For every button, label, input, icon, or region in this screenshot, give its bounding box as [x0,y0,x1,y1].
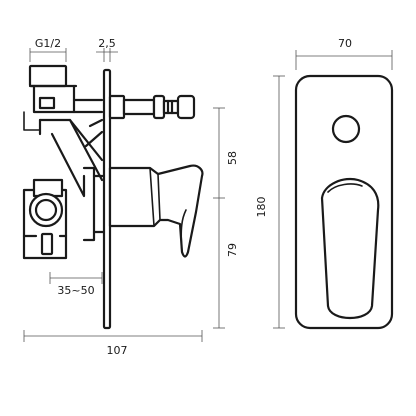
label-lower-height: 79 [226,243,239,257]
label-upper-height: 58 [226,151,239,165]
label-depth-range: 35~50 [57,284,94,297]
label-plate-thickness: 2,5 [98,37,116,50]
diverter-button [331,114,361,144]
label-plate-width: 70 [338,37,352,50]
mixer-lever-front [320,177,380,319]
diverter-spindle [108,94,196,120]
side-view [22,64,204,330]
label-thread: G1/2 [35,37,61,50]
dimension-labels: G1/2 2,5 70 58 79 180 35~50 107 [35,37,352,357]
front-view [294,74,394,330]
inlet-body [23,64,78,136]
label-total-depth: 107 [107,344,128,357]
central-housing [82,166,106,242]
outlet-body [22,178,68,260]
diverter-knob [152,94,166,120]
mixer-lever-side [108,164,204,258]
outlet-port-inner [34,198,58,222]
dimension-lines [23,48,393,342]
label-total-height: 180 [255,197,268,218]
valve-body-frame [38,98,104,198]
